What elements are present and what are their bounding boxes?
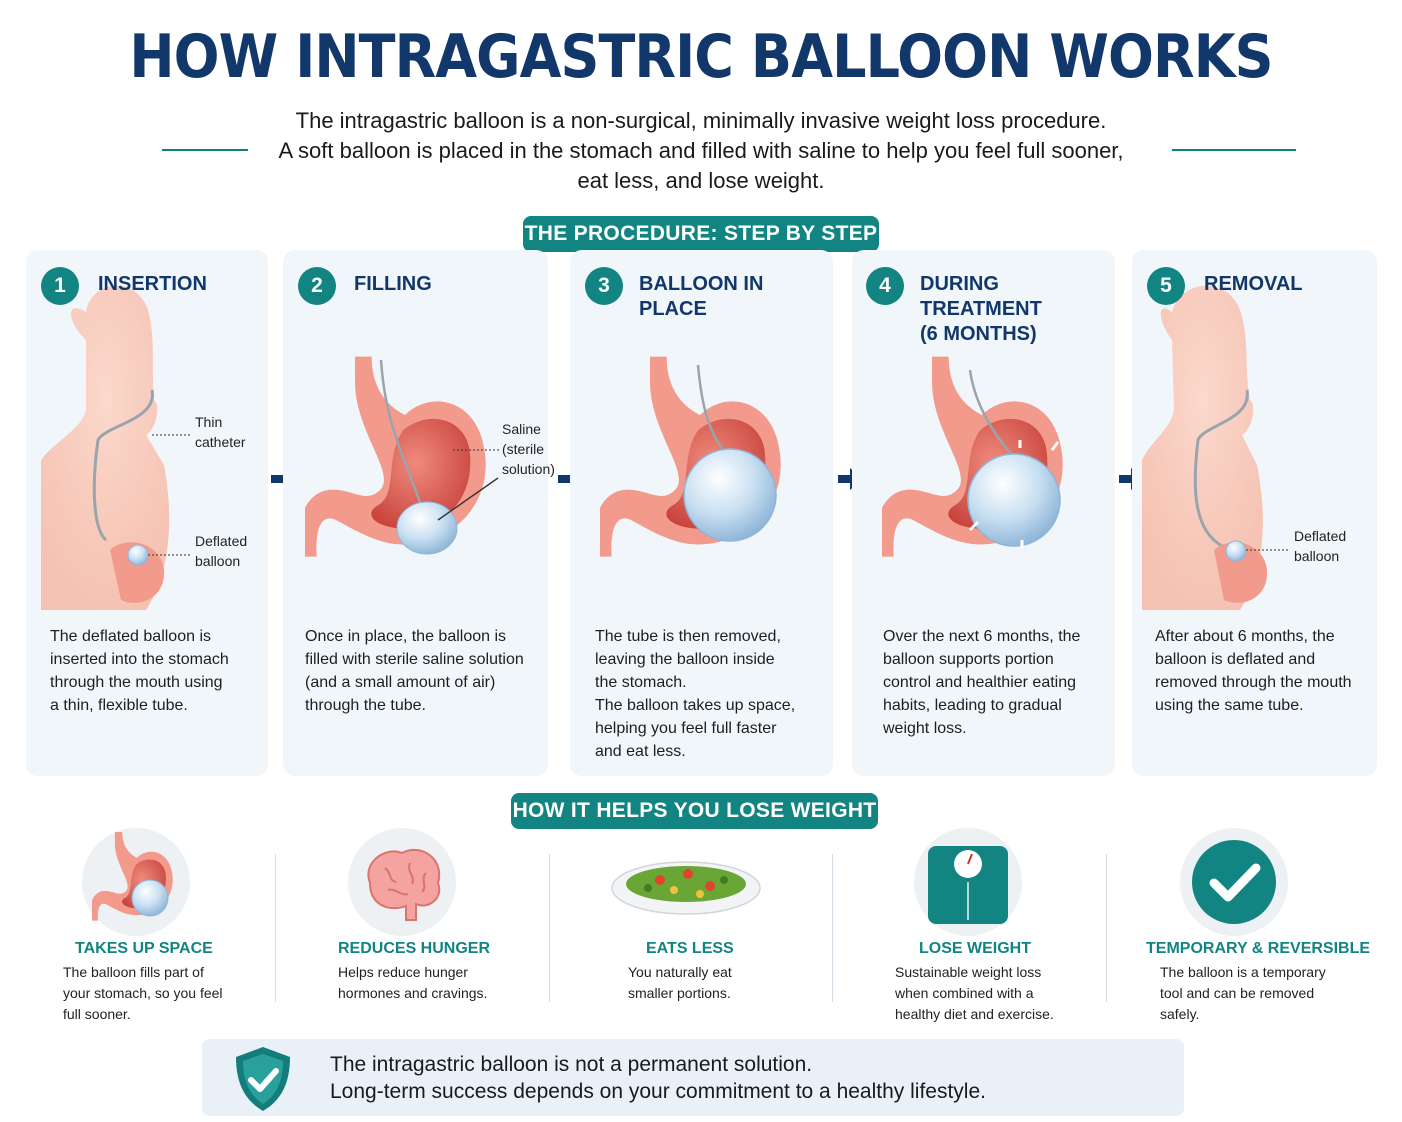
step-description: Once in place, the balloon is filled wit… [305, 628, 524, 714]
step-description: After about 6 months, the balloon is def… [1155, 628, 1352, 714]
step-description: The deflated balloon is inserted into th… [50, 628, 229, 714]
label-thin-catheter: Thin catheter [195, 414, 246, 450]
step-title: REMOVAL [1204, 273, 1303, 295]
benefit-description: The balloon fills part of your stomach, … [63, 964, 223, 1022]
shield-check-icon [236, 1047, 290, 1111]
salad-plate-icon [611, 861, 761, 915]
benefit-title: REDUCES HUNGER [338, 940, 491, 957]
benefit-title: TEMPORARY & REVERSIBLE [1146, 940, 1371, 957]
insertion-illustration [41, 285, 191, 610]
benefit-title: TAKES UP SPACE [75, 940, 213, 957]
step-card-balloon-in-place: 3 BALLOON IN PLACE The tube is then remo… [570, 250, 833, 776]
step-description: Over the next 6 months, the balloon supp… [883, 628, 1081, 737]
checkmark-icon [1180, 828, 1288, 936]
page-title: HOW INTRAGASTRIC BALLOON WORKS [129, 22, 1273, 92]
step-title: BALLOON IN PLACE [639, 273, 764, 320]
step-title: FILLING [354, 273, 432, 295]
step-number: 3 [585, 267, 623, 305]
divider [275, 854, 276, 1002]
step-description: The tube is then removed, leaving the ba… [595, 628, 796, 760]
arrow-right-icon [1119, 468, 1144, 490]
procedure-heading: THE PROCEDURE: STEP BY STEP [523, 216, 879, 252]
removal-illustration [1142, 285, 1290, 610]
rule-left [162, 149, 248, 151]
benefit-description: Sustainable weight loss when combined wi… [895, 964, 1054, 1022]
label-saline: Saline (sterile solution) [502, 421, 555, 477]
arrow-right-icon [838, 468, 863, 490]
step-number: 5 [1147, 267, 1185, 305]
benefit-description: Helps reduce hunger hormones and craving… [338, 964, 488, 1001]
step-card-filling: Saline (sterile solution) 2 FILLING Once… [283, 250, 555, 776]
scale-icon [914, 828, 1022, 936]
divider [832, 854, 833, 1002]
divider [549, 854, 550, 1002]
note-banner: The intragastric balloon is not a perman… [202, 1039, 1184, 1116]
step-card-during-treatment: 4 DURING TREATMENT (6 MONTHS) Over the n… [852, 250, 1115, 776]
rule-right [1172, 149, 1296, 151]
note-text: The intragastric balloon is not a perman… [330, 1053, 986, 1103]
step-number: 4 [866, 267, 904, 305]
step-title: DURING TREATMENT (6 MONTHS) [920, 273, 1042, 345]
benefit-description: You naturally eat smaller portions. [628, 964, 732, 1001]
intro-text: The intragastric balloon is a non-surgic… [278, 108, 1124, 193]
benefit-title: EATS LESS [646, 940, 734, 957]
label-deflated-balloon: Deflated balloon [195, 533, 248, 569]
during-treatment-illustration [882, 356, 1063, 557]
step-card-insertion: Thin catheter Deflated balloon 1 INSERTI… [26, 250, 268, 776]
benefit-title: LOSE WEIGHT [919, 940, 1031, 957]
helps-heading: HOW IT HELPS YOU LOSE WEIGHT [511, 793, 878, 829]
step-title: INSERTION [98, 273, 207, 295]
filling-illustration [305, 356, 501, 557]
step-card-removal: Deflated balloon 5 REMOVAL After about 6… [1132, 250, 1377, 776]
benefit-description: The balloon is a temporary tool and can … [1160, 964, 1326, 1022]
balloon-in-place-illustration [600, 356, 781, 557]
brain-icon [348, 828, 456, 936]
step-number: 1 [41, 267, 79, 305]
stomach-balloon-icon [82, 828, 190, 936]
step-number: 2 [298, 267, 336, 305]
divider [1106, 854, 1107, 1002]
label-deflated-balloon: Deflated balloon [1294, 528, 1347, 564]
